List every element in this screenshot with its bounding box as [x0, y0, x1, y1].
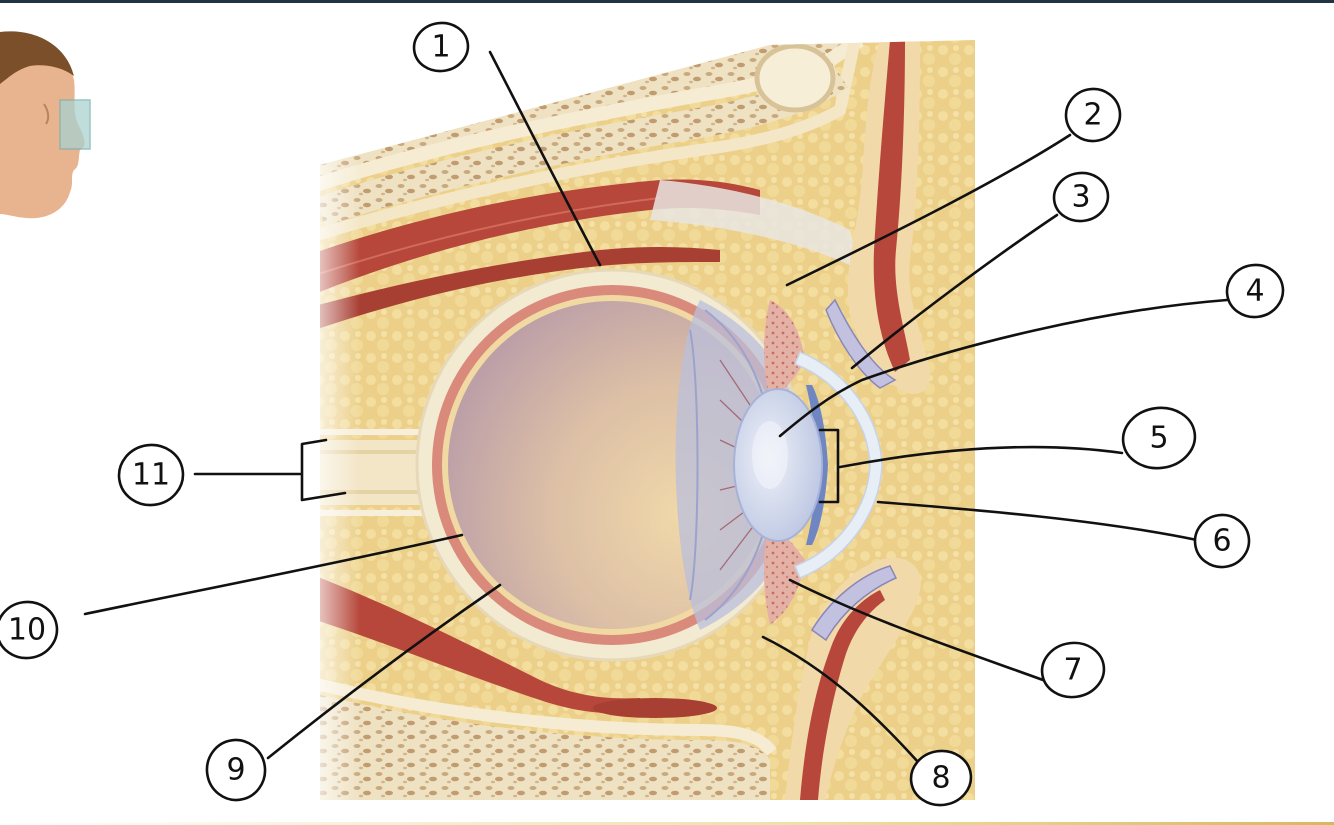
leader-5 — [838, 445, 1124, 469]
bottom-bar — [0, 822, 1334, 825]
label-3: 3 — [1052, 171, 1110, 223]
superior-rectus-muscle — [320, 179, 760, 300]
bracket-5 — [818, 428, 840, 504]
label-7: 7 — [1040, 641, 1106, 699]
leader-lines — [83, 50, 1229, 764]
leader-6 — [876, 500, 1199, 542]
leader-2 — [785, 133, 1072, 287]
label-10: 10 — [0, 600, 59, 660]
label-8: 8 — [909, 749, 973, 807]
svg-text:11: 11 — [132, 458, 170, 493]
svg-text:3: 3 — [1071, 180, 1090, 215]
leader-10 — [83, 533, 464, 616]
label-4: 4 — [1225, 263, 1285, 319]
cornea — [794, 351, 883, 579]
top-bar — [0, 0, 1334, 3]
svg-text:7: 7 — [1063, 653, 1082, 688]
inferior-rectus-muscle — [320, 570, 640, 714]
svg-text:5: 5 — [1149, 421, 1168, 456]
label-9: 9 — [205, 738, 267, 802]
svg-text:2: 2 — [1083, 98, 1102, 133]
leader-7 — [788, 578, 1045, 682]
label-1: 1 — [412, 21, 470, 73]
head-profile-icon — [0, 31, 91, 219]
svg-text:1: 1 — [431, 30, 450, 65]
label-5: 5 — [1121, 406, 1197, 470]
label-6: 6 — [1193, 513, 1251, 569]
svg-text:10: 10 — [8, 613, 46, 648]
svg-text:9: 9 — [226, 753, 245, 788]
orbital-floor-bone — [320, 690, 770, 800]
svg-text:8: 8 — [931, 761, 950, 796]
label-2: 2 — [1064, 87, 1122, 143]
leader-8 — [761, 635, 920, 764]
svg-text:6: 6 — [1212, 524, 1231, 559]
leader-3 — [850, 213, 1059, 370]
bracket-11 — [300, 438, 347, 502]
svg-text:4: 4 — [1245, 274, 1264, 309]
label-11: 11 — [117, 443, 185, 507]
leader-1 — [488, 50, 602, 267]
leader-9 — [266, 583, 502, 760]
leader-4 — [778, 298, 1229, 438]
